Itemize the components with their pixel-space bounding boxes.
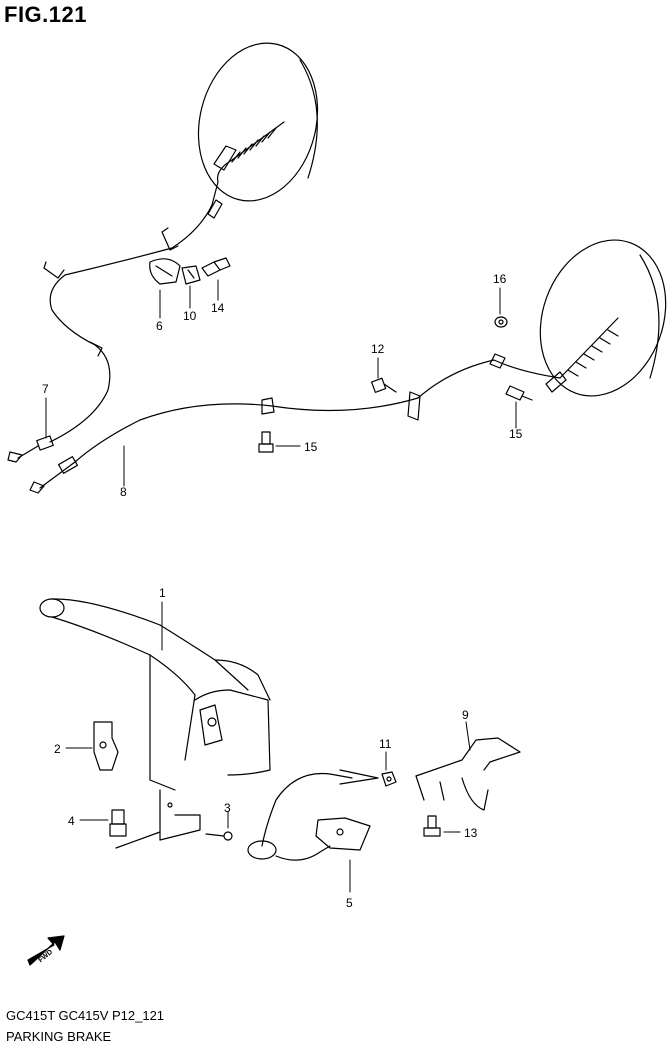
rear-cable-right xyxy=(29,317,619,494)
bolt-13 xyxy=(423,815,441,837)
callout-4: 4 xyxy=(68,814,75,828)
left-brake-drum xyxy=(197,42,319,202)
callout-15-right: 15 xyxy=(509,427,523,441)
bolt-15-right xyxy=(505,385,533,401)
fwd-arrow-icon xyxy=(27,935,65,966)
callout-16: 16 xyxy=(493,272,507,286)
callout-8: 8 xyxy=(120,485,127,499)
adjusting-nut xyxy=(381,771,397,787)
callout-3: 3 xyxy=(224,801,231,815)
ground-line xyxy=(115,831,161,849)
rear-cable-left xyxy=(7,121,285,463)
nut-16 xyxy=(494,316,508,328)
callout-12: 12 xyxy=(371,342,385,356)
bolt-12 xyxy=(370,377,397,393)
cable-clip xyxy=(181,265,201,285)
callout-2: 2 xyxy=(54,742,61,756)
callout-1: 1 xyxy=(159,586,166,600)
figure-title: FIG.121 xyxy=(4,2,87,27)
bolt-14 xyxy=(201,257,231,277)
lever-bracket-clip xyxy=(93,721,119,771)
callout-5: 5 xyxy=(346,896,353,910)
right-brake-drum xyxy=(539,239,667,397)
bolt-4 xyxy=(109,809,127,837)
equalizer-cable-assy xyxy=(247,769,379,861)
callout-15-center: 15 xyxy=(304,440,318,454)
callout-11: 11 xyxy=(379,737,392,751)
bolt-15-center xyxy=(258,431,274,453)
callout-7: 7 xyxy=(42,382,49,396)
cable-clamp xyxy=(149,258,181,285)
callout-14: 14 xyxy=(211,301,225,315)
callout-labels: 1 2 3 4 5 6 7 8 9 10 11 12 13 14 15 15 1… xyxy=(37,272,522,964)
callout-6: 6 xyxy=(156,319,163,333)
callout-9: 9 xyxy=(462,708,469,722)
screw-3 xyxy=(205,831,233,841)
cable-guide-bracket xyxy=(415,737,521,811)
section-name: PARKING BRAKE xyxy=(6,1029,112,1044)
leader-lines xyxy=(45,279,517,893)
fwd-label: FWD xyxy=(37,949,54,965)
callout-10: 10 xyxy=(183,309,197,323)
parking-brake-lever xyxy=(39,598,271,841)
callout-13: 13 xyxy=(464,826,478,840)
model-line: GC415T GC415V P12_121 xyxy=(6,1008,165,1023)
